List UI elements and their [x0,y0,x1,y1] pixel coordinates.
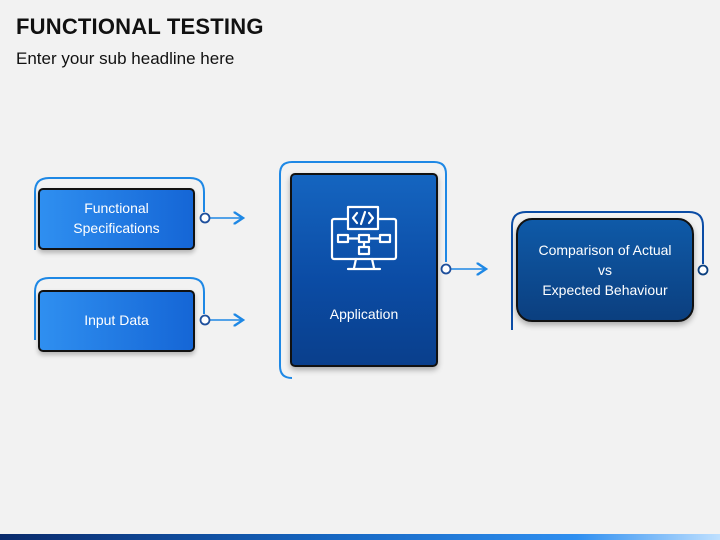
bracket-input-data [34,277,205,340]
functional-specifications-label: Functional Specifications [73,200,160,236]
footer-gradient-bar [0,534,720,540]
bracket-result [511,211,704,330]
bracket-application [279,161,447,379]
node-result [697,264,709,276]
comparison-result-box: Comparison of Actual vs Expected Behavio… [516,218,694,322]
node-functional-specifications [199,212,211,224]
application-box: Application [290,173,438,367]
node-application [440,263,452,275]
page-subtitle: Enter your sub headline here [16,49,235,68]
bracket-functional-specifications [34,177,205,250]
input-data-label: Input Data [84,312,149,329]
comparison-result-label: Comparison of Actual vs Expected Behavio… [538,241,672,299]
functional-specifications-box: Functional Specifications [38,188,195,250]
code-monitor-icon [330,205,398,271]
application-label: Application [329,306,399,322]
page-title: FUNCTIONAL TESTING [16,14,264,39]
input-data-box: Input Data [38,290,195,352]
node-input-data [199,314,211,326]
